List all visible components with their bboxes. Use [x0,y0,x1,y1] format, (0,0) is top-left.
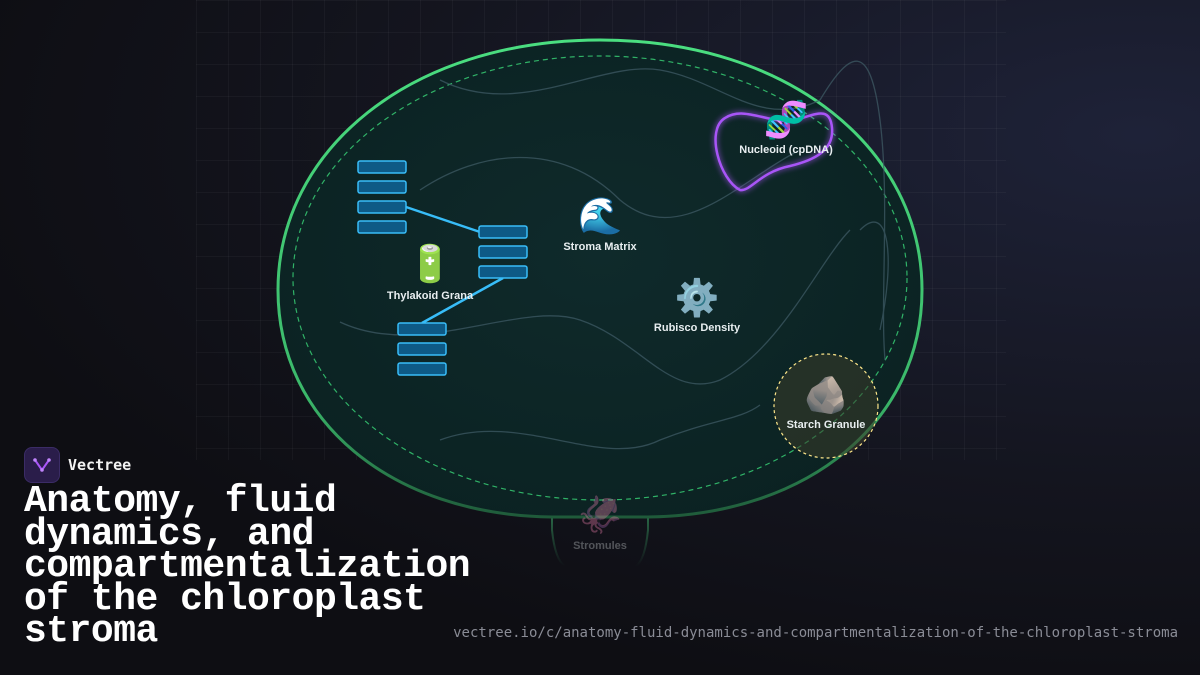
rubisco-density-label: Rubisco Density [654,322,741,334]
flow-lines [339,60,889,450]
inner-envelope-membrane [292,55,908,501]
stroma-matrix-label: Stroma Matrix [563,241,637,253]
rock-icon: 🪨 [804,375,849,416]
starch-granule-label: Starch Granule [787,419,866,431]
gear-icon: ⚙️ [675,277,720,319]
granum-stack-bottom [397,322,447,376]
squid-icon: 🦑 [578,494,623,536]
starch-granule-circle [773,353,879,459]
granum-stack-middle [478,225,528,279]
vectree-logo-icon [24,447,60,483]
nucleoid-label: Nucleoid (cpDNA) [739,144,833,156]
page-title: Anatomy, fluid dynamics, and compartment… [24,480,471,653]
dna-icon: 🧬 [764,98,809,141]
wave-icon: 🌊 [578,195,623,237]
stromules-label: Stromules [573,540,627,552]
stromule-tube [551,505,649,567]
nucleoid-loop [714,112,834,192]
battery-icon: 🔋 [408,243,453,285]
stroma-lamellae [405,205,504,325]
thylakoid-grana-label: Thylakoid Grana [387,290,474,302]
page-url: vectree.io/c/anatomy-fluid-dynamics-and-… [453,625,1178,641]
brand-name: Vectree [68,456,132,474]
outer-envelope-membrane [276,38,924,519]
brand: Vectree [24,447,131,483]
granum-stack-left [357,160,407,234]
